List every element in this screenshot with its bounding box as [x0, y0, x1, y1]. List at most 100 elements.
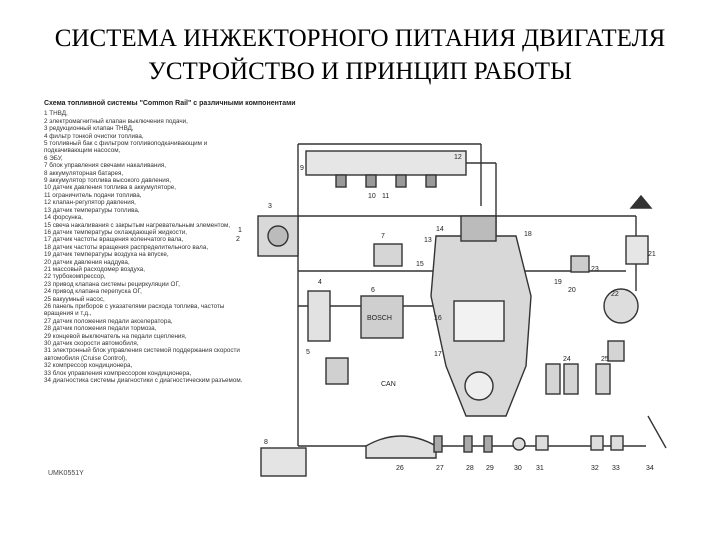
- fuel-filter: [307, 290, 331, 342]
- legend-item: 33 блок управления компрессором кондицио…: [44, 369, 192, 377]
- legend-item: 20 датчик давления наддува,: [44, 258, 130, 266]
- legend-item: 3 редукционный клапан ТНВД,: [44, 125, 134, 133]
- label-1: 1: [238, 227, 242, 234]
- label-21: 21: [648, 251, 656, 258]
- fuel-rail: [305, 150, 467, 176]
- ecu: [360, 295, 404, 339]
- cruise-control-unit: [535, 435, 549, 451]
- ac-actuator-1: [545, 363, 561, 395]
- legend-item: 19 датчик температуры воздуха на впуске,: [44, 251, 169, 259]
- label-8: 8: [264, 439, 268, 446]
- clutch-switch: [483, 435, 493, 453]
- label-5: 5: [306, 349, 310, 356]
- label-10: 10: [368, 193, 376, 200]
- accelerator-sensor: [433, 435, 443, 453]
- title-line-2: УСТРОЙСТВО И ПРИНЦИП РАБОТЫ: [148, 58, 572, 85]
- legend-item: 32 компрессор кондиционера,: [44, 362, 133, 370]
- label-15: 15: [416, 261, 424, 268]
- slide-title: СИСТЕМА ИНЖЕКТОРНОГО ПИТАНИЯ ДВИГАТЕЛЯ У…: [0, 22, 720, 88]
- label-4: 4: [318, 279, 322, 286]
- label-31: 31: [536, 465, 544, 472]
- legend-item: 29 концевой выключатель на педали сцепле…: [44, 332, 187, 340]
- legend-item: 2 электромагнитный клапан выключения под…: [44, 117, 188, 125]
- label-33: 33: [612, 465, 620, 472]
- label-can: CAN: [381, 381, 396, 388]
- figure-caption: Схема топливной системы "Common Rail" с …: [44, 100, 296, 107]
- label-11: 11: [382, 193, 389, 200]
- legend-item: 18 датчик частоты вращения распределител…: [44, 243, 209, 251]
- instrument-panel: [365, 435, 437, 459]
- air-mass-meter: [625, 235, 649, 265]
- label-18: 18: [524, 231, 532, 238]
- legend-item: 21 массовый расходомер воздуха,: [44, 265, 146, 273]
- label-ecu-brand: BOSCH: [367, 315, 392, 322]
- label-28: 28: [466, 465, 474, 472]
- label-13: 13: [424, 237, 432, 244]
- legend-item: 12 клапан-регулятор давления,: [44, 199, 136, 207]
- legend-item: 26 панель приборов с указателями расхода…: [44, 302, 225, 318]
- legend-item: 4 фильтр тонкой очистки топлива,: [44, 132, 144, 140]
- title-line-1: СИСТЕМА ИНЖЕКТОРНОГО ПИТАНИЯ ДВИГАТЕЛЯ: [54, 25, 666, 52]
- battery: [260, 447, 307, 477]
- glow-control-unit: [373, 243, 403, 267]
- legend-item: 27 датчик положения педали акселератора,: [44, 317, 173, 325]
- legend-item: 24 привод клапана перепуска ОГ,: [44, 288, 142, 296]
- brake-sensor: [463, 435, 473, 453]
- turbocharger: [603, 288, 639, 324]
- label-29: 29: [486, 465, 494, 472]
- label-12: 12: [454, 154, 462, 161]
- label-24: 24: [563, 356, 571, 363]
- label-26: 26: [396, 465, 404, 472]
- legend: Схема топливной системы "Common Rail" с …: [44, 100, 296, 384]
- legend-list: 1 ТНВД,2 электромагнитный клапан выключе…: [44, 110, 244, 384]
- label-34: 34: [646, 465, 654, 472]
- label-7: 7: [381, 233, 385, 240]
- label-23: 23: [591, 266, 599, 273]
- legend-item: 8 аккумуляторная батарея,: [44, 169, 124, 177]
- label-17: 17: [434, 351, 442, 358]
- legend-item: 28 датчик положения педали тормоза,: [44, 325, 157, 333]
- label-32: 32: [591, 465, 599, 472]
- legend-item: 31 электронный блок управления системой …: [44, 347, 240, 362]
- legend-item: 15 свеча накаливания с закрытым нагреват…: [44, 221, 231, 229]
- ac-actuator-3: [595, 363, 611, 395]
- legend-item: 34 диагностика системы диагностики с диа…: [44, 377, 243, 385]
- legend-item: 16 датчик температуры охлаждающей жидкос…: [44, 228, 187, 236]
- legend-item: 17 датчик частоты вращения коленчатого в…: [44, 236, 184, 244]
- label-25: 25: [601, 356, 609, 363]
- legend-item: 5 топливный бак с фильтром топливоподкач…: [44, 140, 208, 155]
- ac-actuator-2: [563, 363, 579, 395]
- figure-code: UMK0551Y: [48, 470, 84, 477]
- legend-item: 10 датчик давления топлива в аккумулятор…: [44, 184, 176, 192]
- legend-item: 25 вакуумный насос,: [44, 295, 105, 303]
- fuel-system-diagram: BOSCH CAN 1 2 3 4 5 6 7 8 9 10 11 12 13 …: [236, 143, 667, 477]
- label-14: 14: [436, 226, 444, 233]
- legend-item: 9 аккумулятор топлива высокого давления,: [44, 177, 171, 185]
- label-2: 2: [236, 236, 240, 243]
- vacuum-pump: [607, 340, 625, 362]
- label-20: 20: [568, 287, 576, 294]
- speed-sensor: [512, 437, 526, 451]
- label-6: 6: [371, 287, 375, 294]
- label-30: 30: [514, 465, 522, 472]
- legend-item: 7 блок управления свечами накаливания,: [44, 162, 167, 170]
- legend-item: 1 ТНВД,: [44, 110, 68, 118]
- egr-actuator: [570, 255, 590, 273]
- legend-item: 22 турбокомпрессор,: [44, 273, 106, 281]
- label-9: 9: [300, 165, 304, 172]
- legend-item: 13 датчик температуры топлива,: [44, 206, 140, 214]
- label-16: 16: [434, 315, 442, 322]
- ac-compressor: [590, 435, 604, 451]
- label-19: 19: [554, 279, 562, 286]
- label-22: 22: [611, 291, 619, 298]
- legend-item: 30 датчик скорости автомобиля,: [44, 340, 139, 347]
- legend-item: 23 привод клапана системы рециркуляции О…: [44, 280, 180, 288]
- legend-item: 6 ЭБУ,: [44, 154, 63, 162]
- legend-item: 11 ограничитель подачи топлива,: [44, 191, 142, 199]
- legend-item: 14 форсунка,: [44, 214, 83, 222]
- diagnostic-connector: [647, 415, 667, 449]
- ac-control-unit: [610, 435, 624, 451]
- tank-pump: [325, 357, 349, 385]
- label-3: 3: [268, 203, 272, 210]
- label-27: 27: [436, 465, 444, 472]
